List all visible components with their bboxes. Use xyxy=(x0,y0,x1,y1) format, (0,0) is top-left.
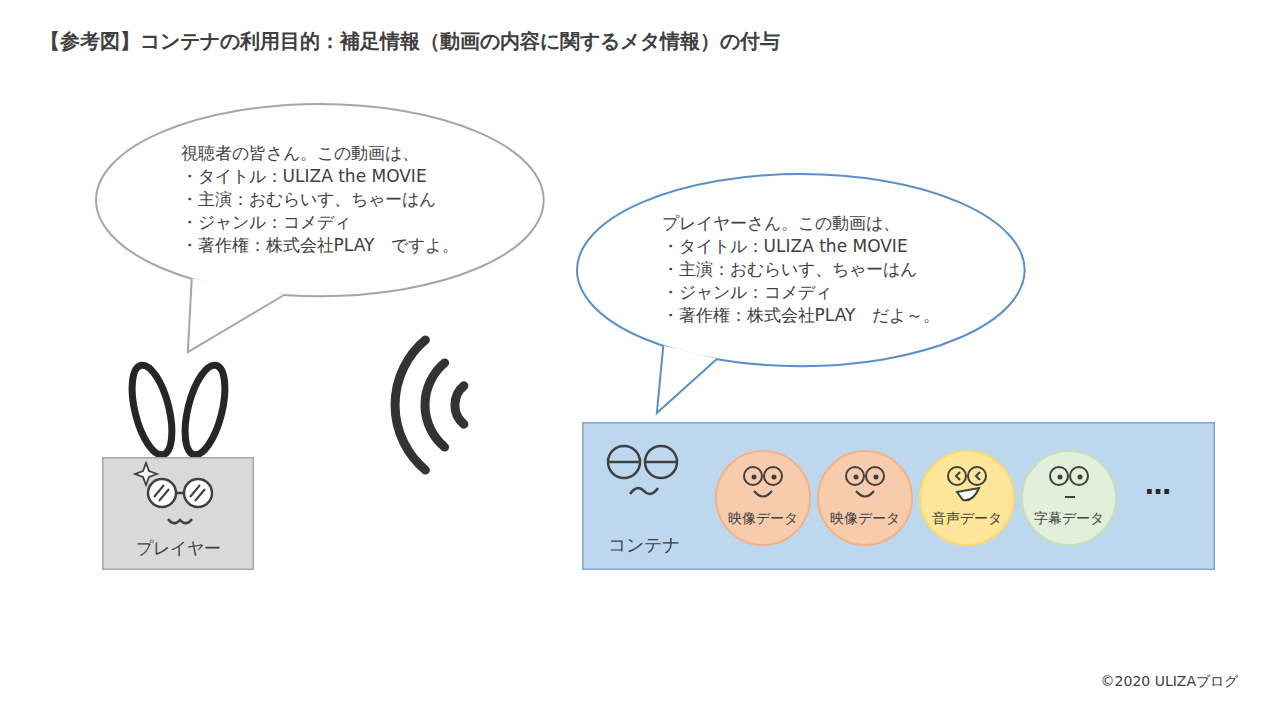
bubble-line: ・著作権：株式会社PLAY だよ～。 xyxy=(662,304,941,327)
bubble-line: ・タイトル：ULIZA the MOVIE xyxy=(181,165,460,188)
data-label: 映像データ xyxy=(728,510,798,528)
node-outline xyxy=(715,450,811,546)
data-circle: 字幕データ xyxy=(1021,450,1117,546)
signal-waves xyxy=(395,340,464,470)
rabbit-ear xyxy=(177,361,232,458)
bubble-line: ・主演：おむらいす、ちゃーはん xyxy=(662,258,941,281)
diagram-title: 【参考図】コンテナの利用目的：補足情報（動画の内容に関するメタ情報）の付与 xyxy=(40,28,780,55)
bubble-line: ・ジャンル：コメディ xyxy=(181,211,460,234)
container-box: コンテナ 映像データ 映像データ 音声データ 字幕データ xyxy=(582,422,1215,570)
data-circle: 映像データ xyxy=(715,450,811,546)
bubble-line: ・著作権：株式会社PLAY ですよ。 xyxy=(181,234,460,257)
data-label: 音声データ xyxy=(932,510,1002,528)
bubble-text: 視聴者の皆さん。この動画は、・タイトル：ULIZA the MOVIE・主演：お… xyxy=(181,142,460,257)
bubble-line: ・タイトル：ULIZA the MOVIE xyxy=(662,235,941,258)
ellipsis: … xyxy=(1145,470,1171,500)
bubble-line: プレイヤーさん。この動画は、 xyxy=(662,212,941,235)
node-outline xyxy=(1021,450,1117,546)
node-outline xyxy=(919,450,1015,546)
copyright: ©2020 ULIZAブログ xyxy=(1101,673,1238,691)
bubble-line: 視聴者の皆さん。この動画は、 xyxy=(181,142,460,165)
rabbit-ear xyxy=(124,361,179,458)
bubble-line: ・ジャンル：コメディ xyxy=(662,281,941,304)
node-outline xyxy=(817,450,913,546)
data-label: 字幕データ xyxy=(1034,510,1104,528)
data-label: 映像データ xyxy=(830,510,900,528)
box-label: コンテナ xyxy=(608,533,680,557)
bubble-line: ・主演：おむらいす、ちゃーはん xyxy=(181,188,460,211)
data-circle: 音声データ xyxy=(919,450,1015,546)
box-label: プレイヤー xyxy=(136,537,221,560)
data-circle: 映像データ xyxy=(817,450,913,546)
player-box: プレイヤー xyxy=(102,457,254,570)
speech-bubble: プレイヤーさん。この動画は、・タイトル：ULIZA the MOVIE・主演：お… xyxy=(576,173,1026,367)
bubble-text: プレイヤーさん。この動画は、・タイトル：ULIZA the MOVIE・主演：お… xyxy=(662,212,941,327)
speech-bubble: 視聴者の皆さん。この動画は、・タイトル：ULIZA the MOVIE・主演：お… xyxy=(95,103,545,297)
